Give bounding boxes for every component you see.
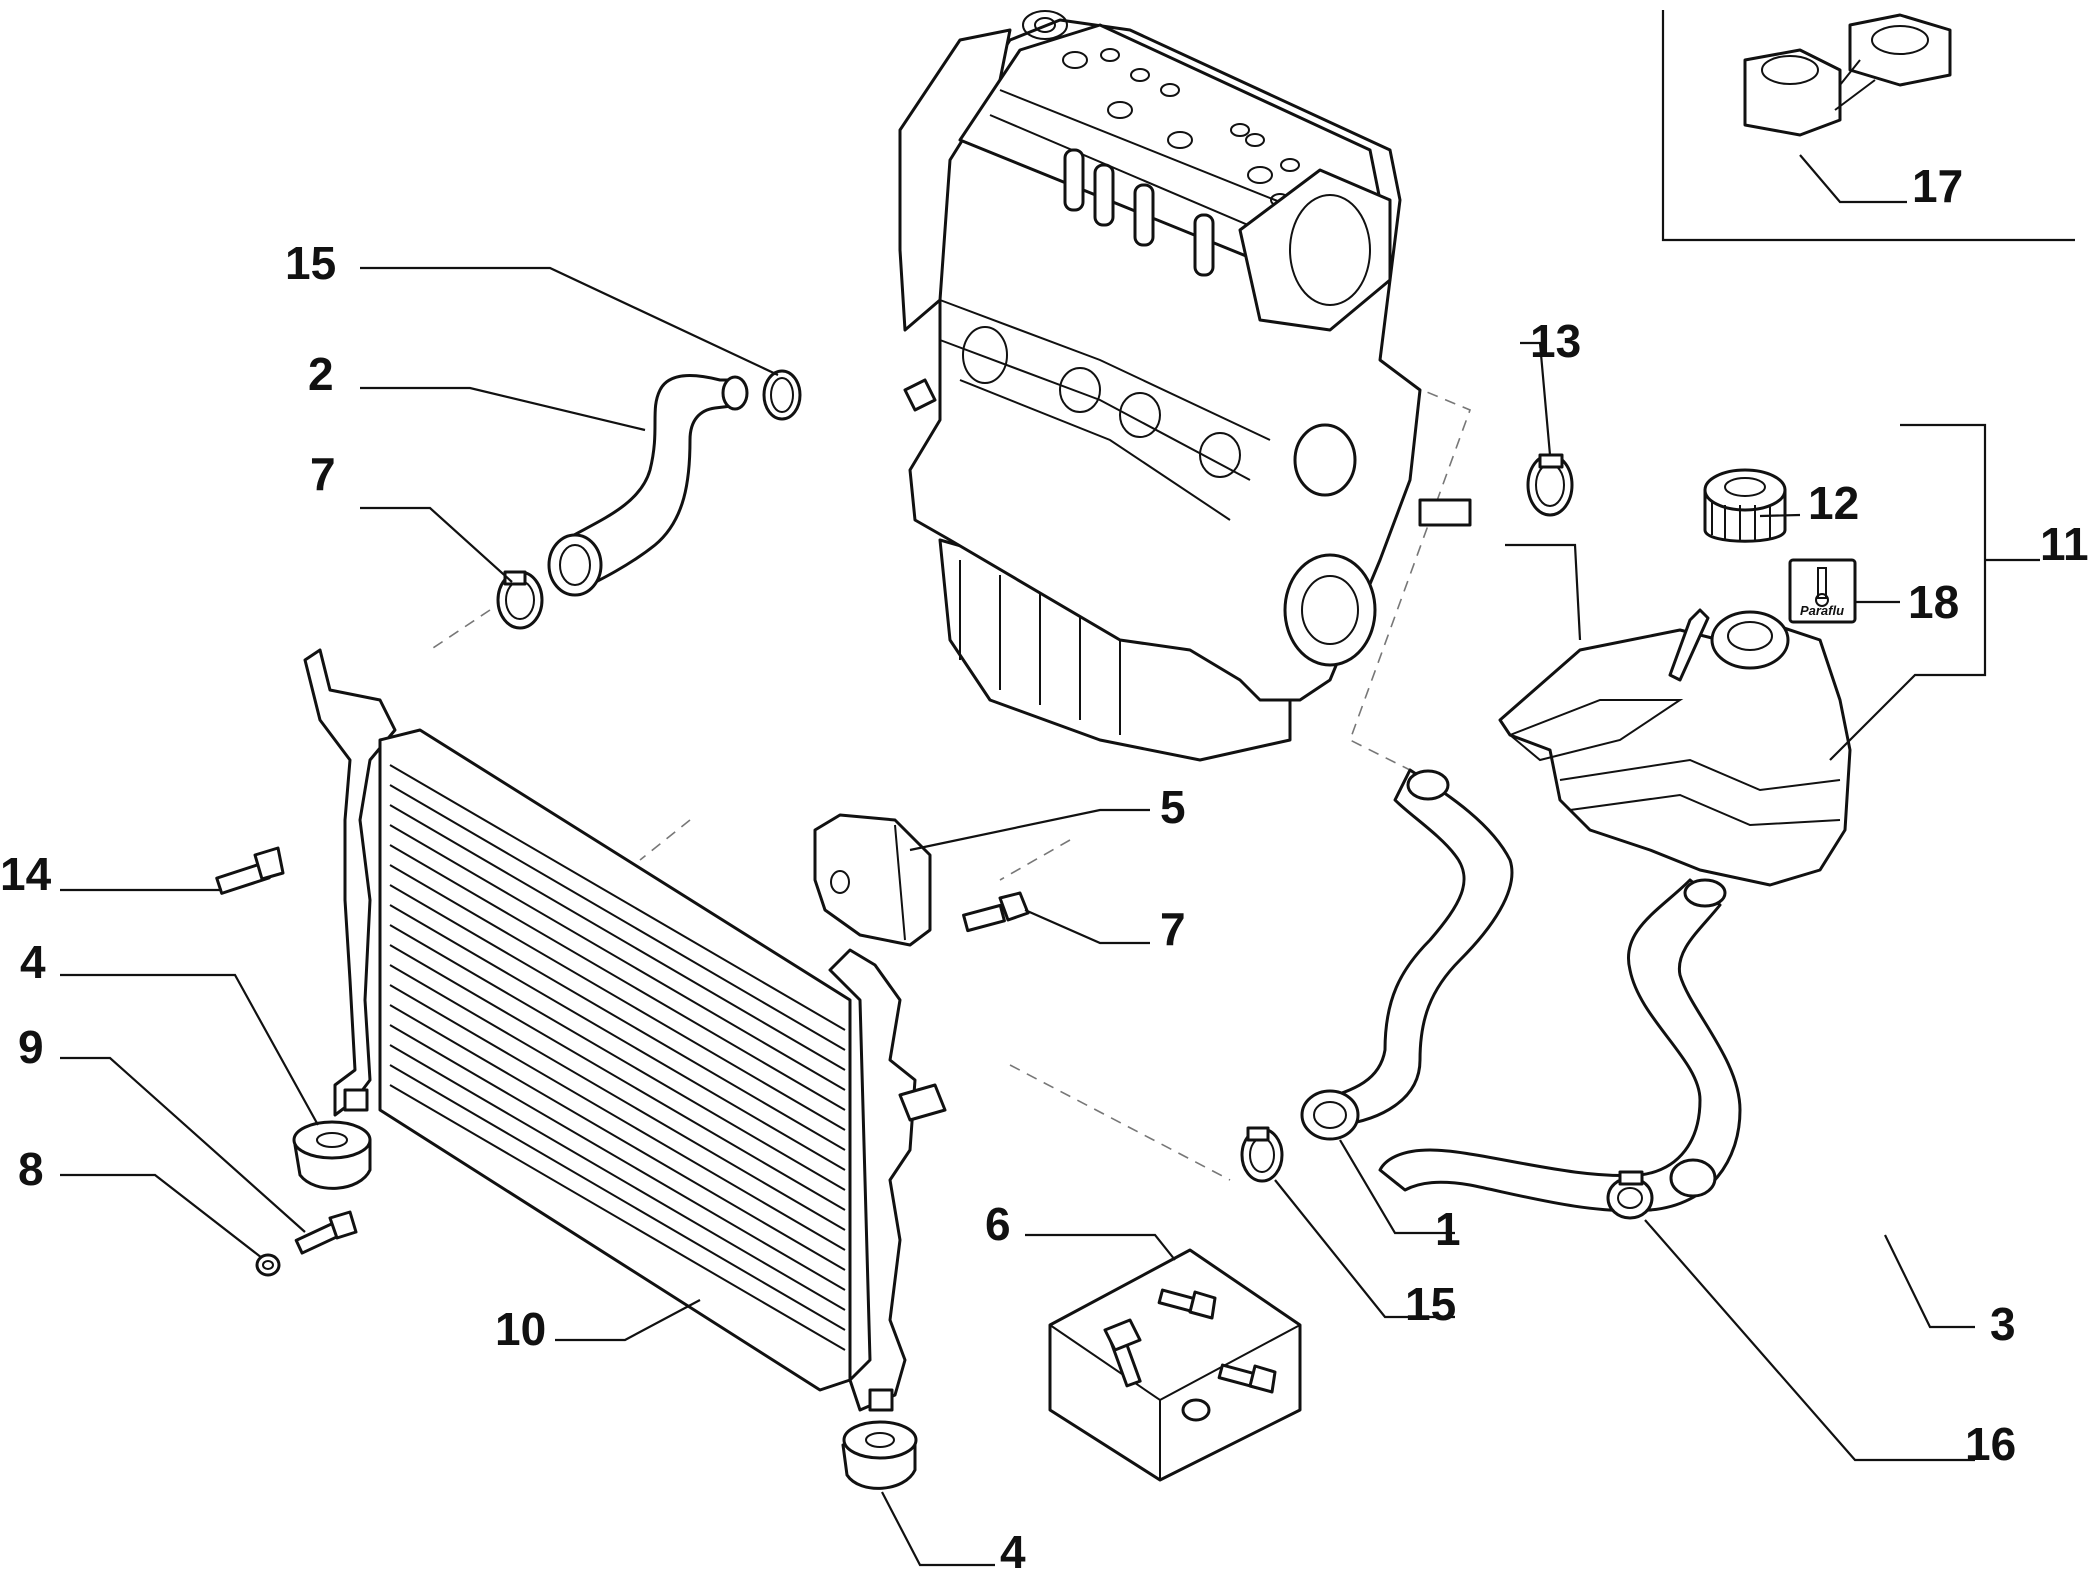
part-2-upper-hose [547,374,749,597]
part-4-mount-bushing-upper [292,1120,372,1190]
callout-18: 18 [1908,576,1959,628]
callout-7-lower: 7 [1160,903,1186,955]
part-7-bolt [962,891,1030,933]
callout-4-lower: 4 [1000,1526,1026,1572]
callout-numbers: 15 2 7 13 12 11 18 17 5 7 14 4 9 8 10 6 … [0,160,2089,1572]
callout-1: 1 [1435,1203,1461,1255]
part-5-rubber-pad [813,813,932,947]
callout-7-upper: 7 [310,448,336,500]
part-15-hose-clamp-upper [762,369,802,421]
part-7-hose-clamp-upper [496,570,544,630]
callout-4-upper: 4 [20,936,46,988]
callout-13: 13 [1530,315,1581,367]
leader-lines [60,154,2040,1567]
part-16-hose-clamp [1606,1170,1654,1220]
callout-12: 12 [1808,477,1859,529]
part-8-washer [255,1253,281,1277]
callout-15-upper: 15 [285,237,336,289]
callout-11: 11 [2040,518,2089,570]
part-6-fastener-kit-box [1048,1248,1302,1482]
part-9-bolt [294,1210,358,1255]
part-11-expansion-tank [1498,608,1852,887]
callout-17: 17 [1912,160,1963,212]
callout-14: 14 [0,848,52,900]
callout-10: 10 [495,1303,546,1355]
paraflu-badge-text: Paraflu [1800,603,1844,618]
part-12-reservoir-cap [1703,468,1787,543]
callout-2: 2 [308,348,334,400]
callout-8: 8 [18,1143,44,1195]
callout-15-lower: 15 [1405,1278,1456,1330]
callout-6: 6 [985,1198,1011,1250]
part-15-hose-clamp-lower [1240,1126,1284,1183]
callout-9: 9 [18,1021,44,1073]
part-3-reservoir-hose [1378,878,1742,1213]
callout-3: 3 [1990,1298,2016,1350]
part-18-paraflu-label: Paraflu [1788,558,1857,624]
part-14-bolt [215,846,285,895]
part-13-hose-clamp [1526,453,1574,517]
part-4-mount-bushing-lower [841,1420,918,1490]
routing-dashed-lines [429,384,1472,1181]
callout-5: 5 [1160,781,1186,833]
engine-block [898,10,1472,762]
callout-16: 16 [1965,1418,2016,1470]
part-1-lower-hose [1300,768,1514,1141]
part-10-radiator [303,648,947,1412]
part-17-hose-clip-detail [1661,10,2075,242]
